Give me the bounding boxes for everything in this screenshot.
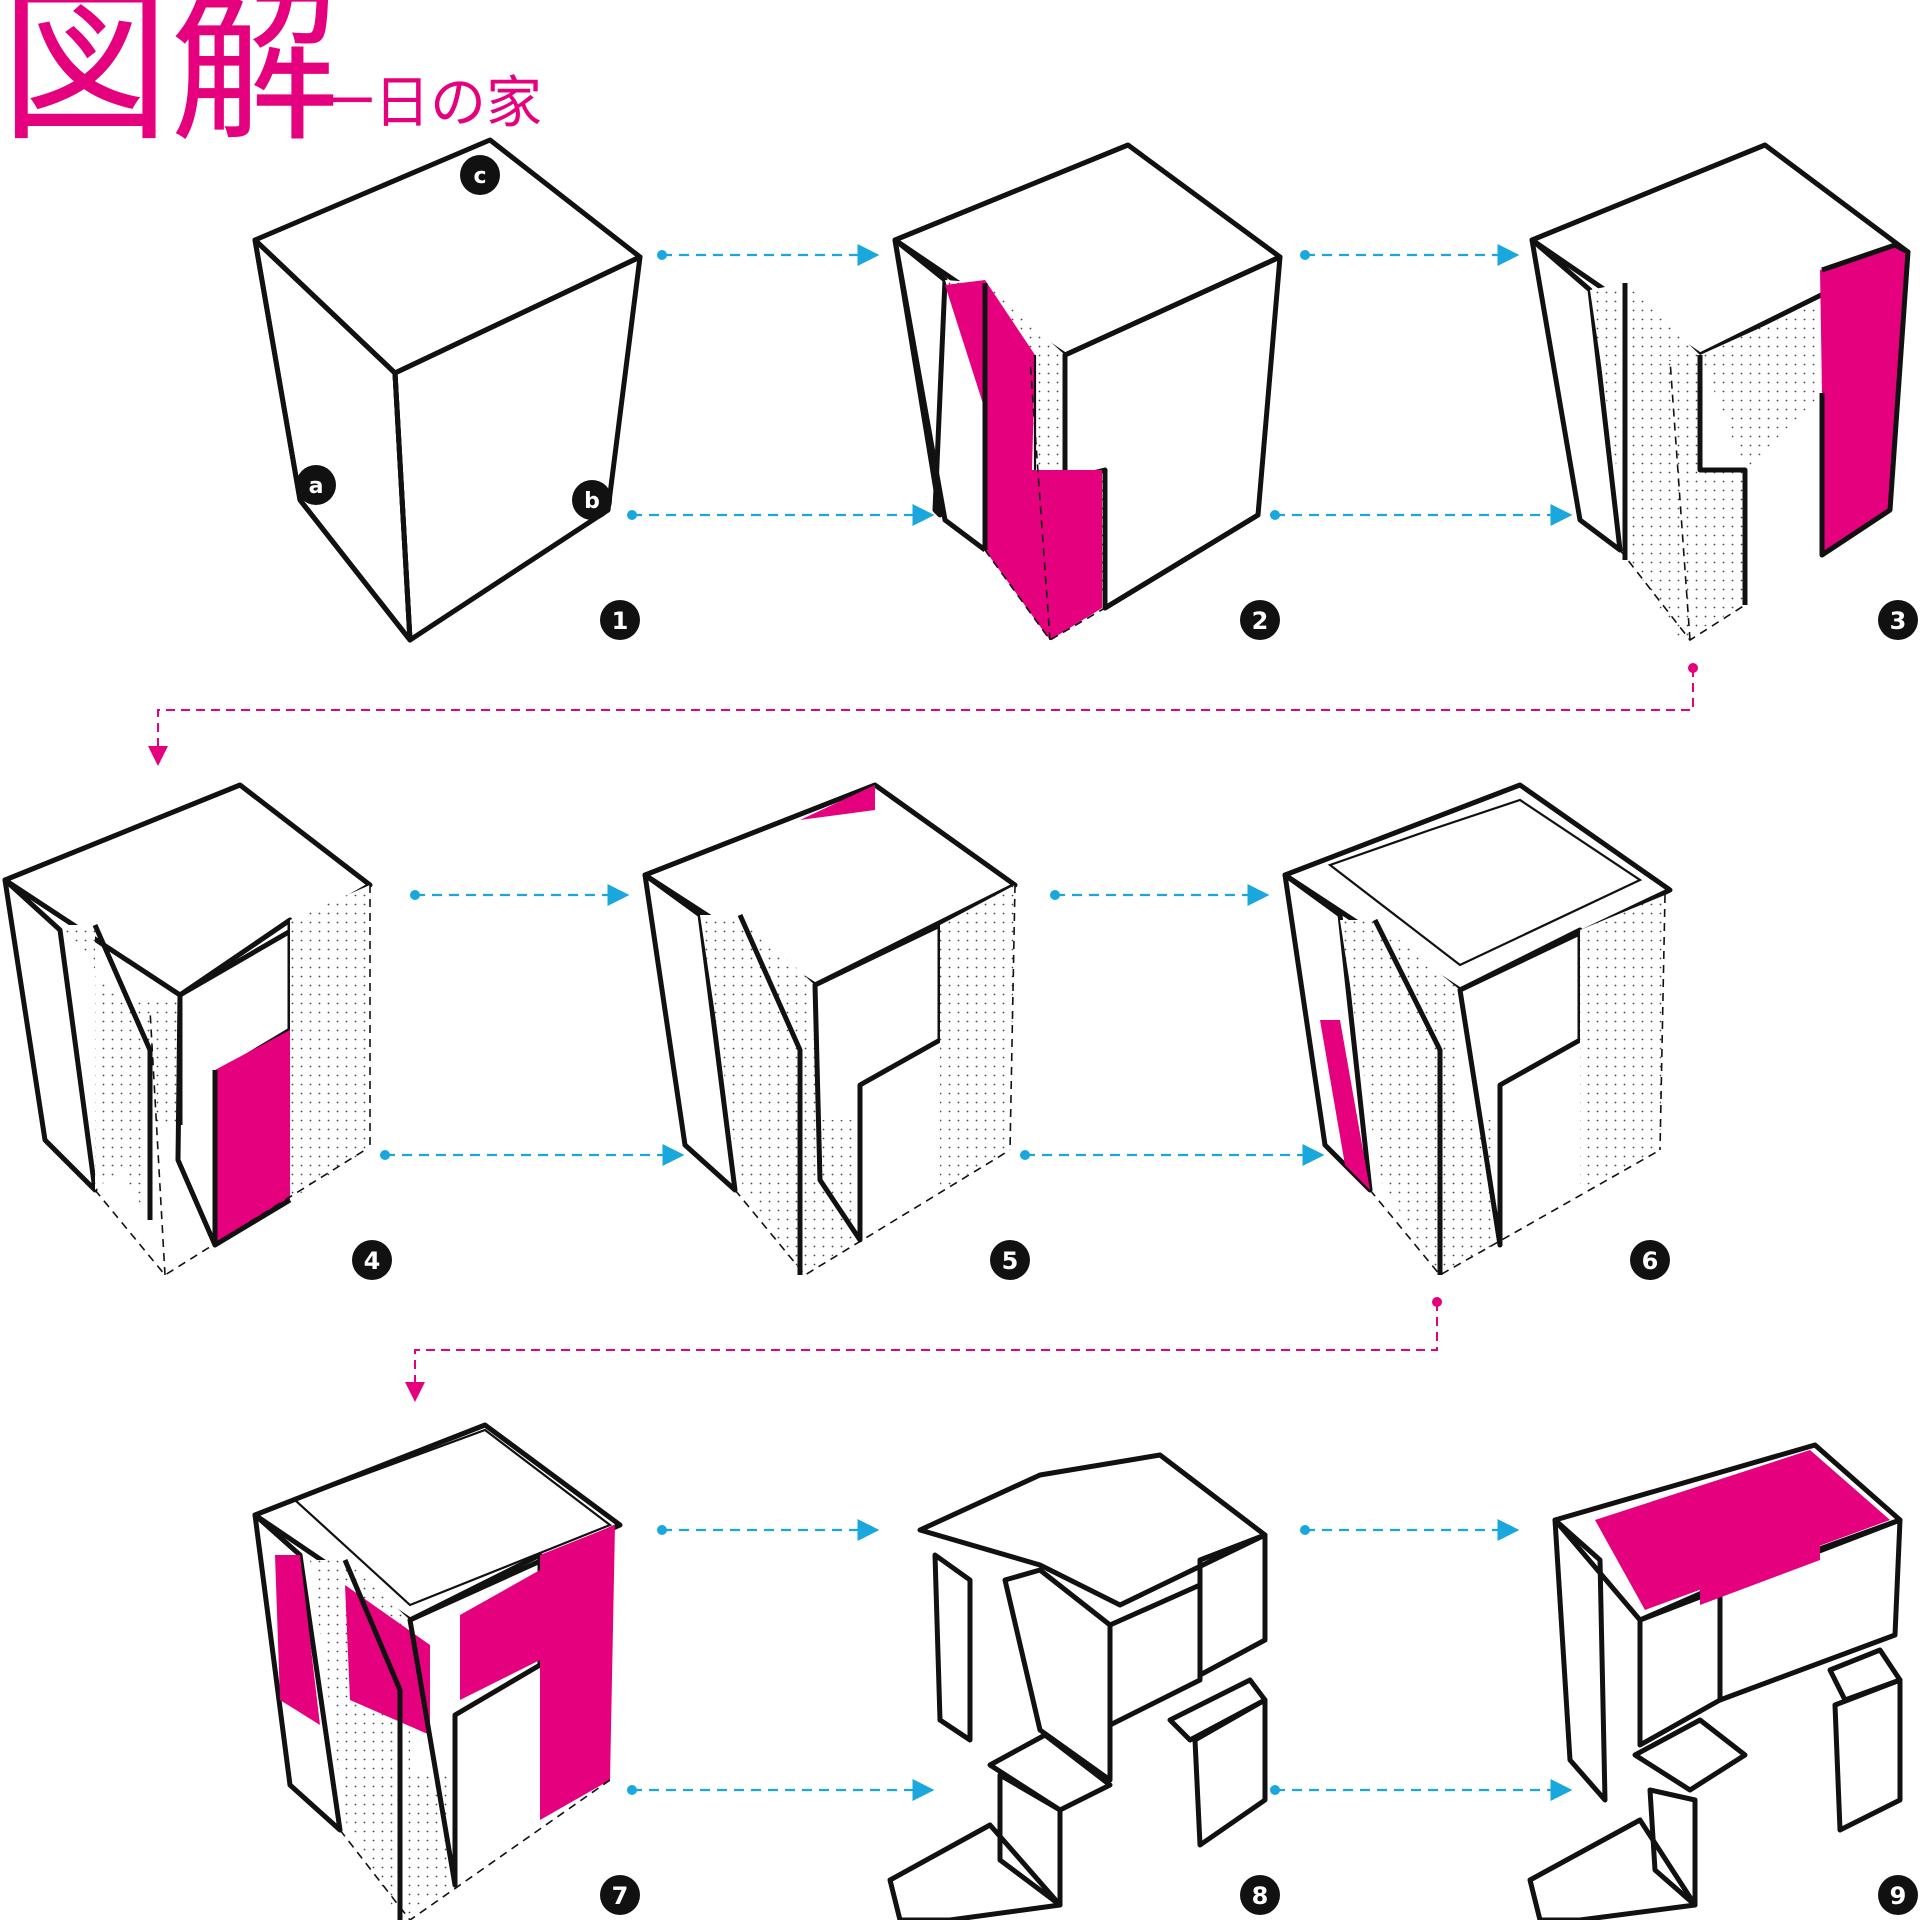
highlight-panel-d xyxy=(1197,1532,1268,1678)
highlight-panel xyxy=(215,1030,290,1245)
step-number-2: 2 xyxy=(1240,600,1280,640)
step-4-diagram xyxy=(2,782,373,1277)
box-right-outline xyxy=(393,255,642,642)
svg-text:b: b xyxy=(584,489,600,514)
svg-text:2: 2 xyxy=(1252,607,1269,635)
step-number-1: 1 xyxy=(600,600,640,640)
flow-arrows xyxy=(148,244,1698,1801)
highlight-panel-c xyxy=(460,1570,540,1700)
corner-label-a: a xyxy=(296,465,336,505)
page-title: 図解 xyxy=(0,0,341,166)
highlight-panel-c xyxy=(1107,1582,1203,1728)
svg-text:3: 3 xyxy=(1890,607,1907,635)
svg-text:1: 1 xyxy=(612,607,629,635)
step-3-diagram xyxy=(1529,142,1911,642)
corner-label-b: b xyxy=(572,480,612,520)
svg-text:c: c xyxy=(473,164,486,189)
step-7-diagram xyxy=(252,1422,623,1920)
step-6-diagram xyxy=(1282,782,1673,1277)
step-number-5: 5 xyxy=(990,1240,1030,1280)
page-subtitle: 一日の家 xyxy=(318,71,542,136)
highlight-panel-d xyxy=(540,1525,615,1820)
step-number-3: 3 xyxy=(1878,600,1918,640)
box-left-face xyxy=(252,237,413,643)
box-top-face xyxy=(252,137,643,376)
highlight-panel xyxy=(1320,1020,1370,1190)
step-number-8: 8 xyxy=(1240,1875,1280,1915)
step-numbers: 1 2 3 4 5 6 7 8 9 xyxy=(352,600,1918,1915)
svg-text:5: 5 xyxy=(1002,1247,1019,1275)
svg-text:8: 8 xyxy=(1252,1882,1269,1910)
highlight-panel-a xyxy=(275,1555,320,1725)
corner-label-c: c xyxy=(460,155,500,195)
roof-highlight xyxy=(1595,1450,1890,1610)
highlight-panel-f xyxy=(997,1772,1063,1908)
step-2-diagram xyxy=(892,142,1283,642)
svg-text:a: a xyxy=(309,474,324,499)
step-5-diagram xyxy=(642,782,1018,1277)
svg-text:6: 6 xyxy=(1642,1247,1659,1275)
step-9-diagram xyxy=(1527,1442,1903,1920)
step-8-diagram xyxy=(887,1452,1268,1920)
svg-text:7: 7 xyxy=(612,1882,629,1910)
step-1-diagram xyxy=(252,137,643,643)
svg-text:4: 4 xyxy=(364,1247,381,1275)
step-number-4: 4 xyxy=(352,1240,392,1280)
corner-labels: a b c xyxy=(296,155,612,520)
step-number-9: 9 xyxy=(1878,1875,1918,1915)
highlight-panel-a xyxy=(932,1552,973,1743)
highlight-panel-e xyxy=(1192,1697,1268,1848)
svg-text:9: 9 xyxy=(1890,1882,1907,1910)
step-number-7: 7 xyxy=(600,1875,640,1915)
step-number-6: 6 xyxy=(1630,1240,1670,1280)
